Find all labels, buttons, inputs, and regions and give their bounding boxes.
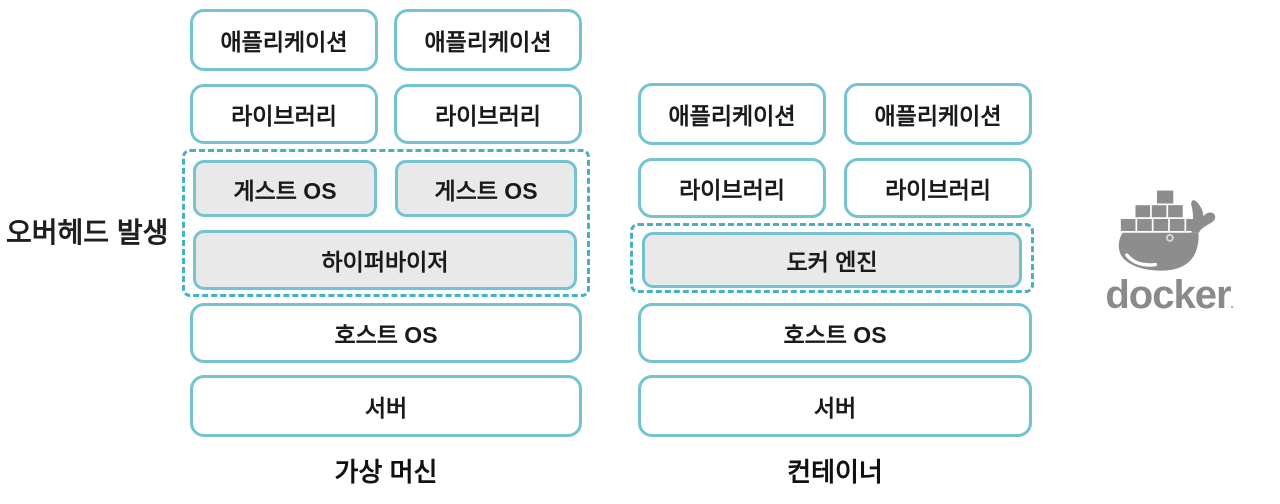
vm-host-os-box: 호스트 OS <box>190 303 582 363</box>
ct-overhead-dashed-region <box>630 223 1034 293</box>
overhead-label: 오버헤드 발생 <box>6 217 169 248</box>
docker-wordmark: docker. <box>1105 273 1234 317</box>
ct-caption: 컨테이너 <box>787 457 883 487</box>
ct-host-os-box: 호스트 OS <box>638 303 1032 363</box>
vm-hypervisor-box: 하이퍼바이저 <box>193 230 577 290</box>
docker-whale-icon <box>1118 190 1216 271</box>
ct-app-box-2: 애플리케이션 <box>844 83 1032 145</box>
vm-overhead-dashed-region <box>182 149 590 297</box>
docker-trademark-dot: . <box>1230 299 1234 311</box>
docker-logo: docker. <box>1093 188 1245 315</box>
vm-lib-box-1: 라이브러리 <box>190 84 378 144</box>
vm-app-box-2: 애플리케이션 <box>394 9 582 71</box>
vm-guest-os-box-1: 게스트 OS <box>193 160 377 217</box>
vm-server-box: 서버 <box>190 375 582 437</box>
vm-app-box-1: 애플리케이션 <box>190 9 378 71</box>
vm-guest-os-box-2: 게스트 OS <box>395 160 577 217</box>
ct-docker-engine-box: 도커 엔진 <box>642 232 1022 288</box>
ct-app-box-1: 애플리케이션 <box>638 83 826 145</box>
vm-caption: 가상 머신 <box>334 457 438 487</box>
ct-server-box: 서버 <box>638 375 1032 437</box>
vm-lib-box-2: 라이브러리 <box>394 84 582 144</box>
ct-lib-box-2: 라이브러리 <box>844 158 1032 218</box>
ct-lib-box-1: 라이브러리 <box>638 158 826 218</box>
